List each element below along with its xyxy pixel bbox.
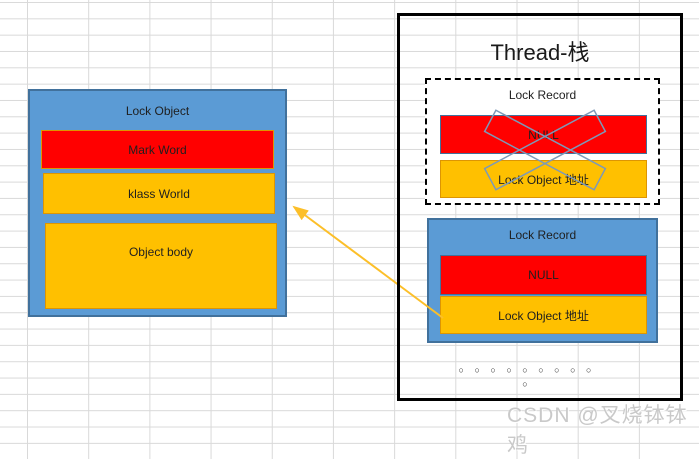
watermark-text: CSDN @叉烧钵钵鸡 [507, 404, 688, 457]
revoked-lock-record-box: Lock Record NULL Lock Object 地址 [425, 78, 660, 205]
object-body-cell: Object body [45, 223, 277, 309]
revoked-lock-record-title: Lock Record [508, 88, 577, 102]
object-body-label: Object body [128, 245, 194, 259]
lock-object-box: Lock Object Mark Word klass World Object… [28, 89, 287, 317]
klass-world-cell: klass World [43, 173, 275, 214]
active-lock-record-title: Lock Record [508, 228, 577, 242]
thread-stack-title: Thread-栈 [490, 40, 590, 65]
lock-object-title: Lock Object [125, 104, 190, 118]
mark-word-cell: Mark Word [41, 130, 274, 169]
revoked-null-cell: NULL [440, 115, 647, 154]
thread-stack-box: Thread-栈 Lock Record NULL Lock Object 地址… [397, 13, 683, 401]
stack-ellipsis-dots: ○ ○ ○ ○ ○ ○ ○ ○ ○ ○ [458, 365, 596, 389]
active-null-cell: NULL [440, 255, 647, 295]
cross-out-x-icon [483, 109, 607, 191]
active-lock-object-address-cell: Lock Object 地址 [440, 296, 647, 334]
active-lock-record-box: Lock Record NULL Lock Object 地址 [427, 218, 658, 343]
